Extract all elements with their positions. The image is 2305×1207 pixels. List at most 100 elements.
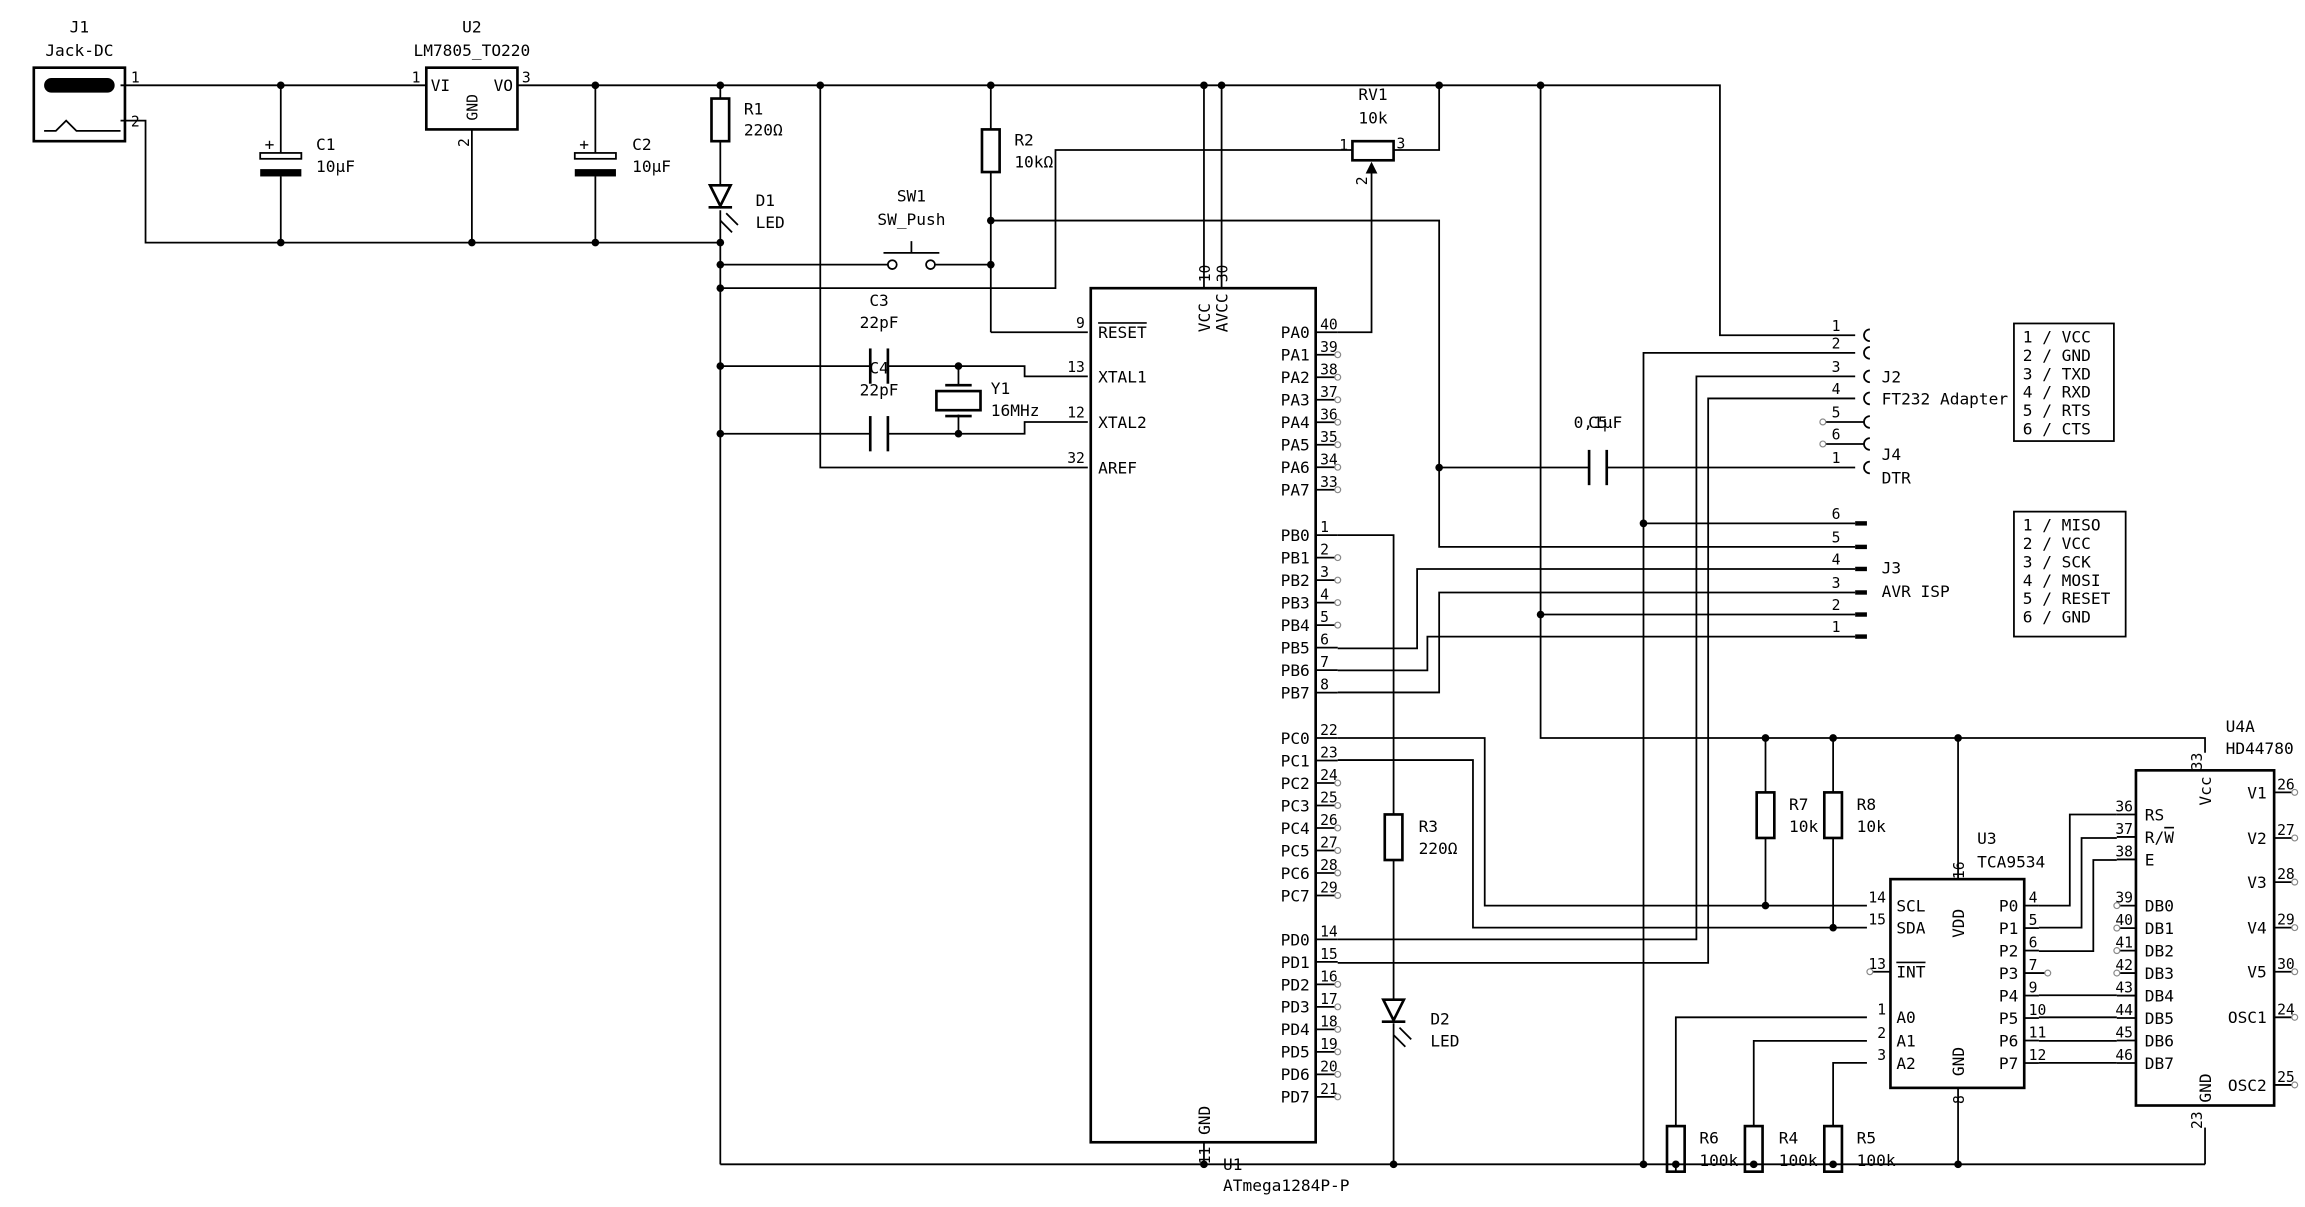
no-connect-marker <box>1866 968 1874 976</box>
resistor-r7[interactable]: R7 10k <box>1755 791 1819 840</box>
u1-pin-num: 34 <box>1320 451 1338 468</box>
junction-dot <box>1536 610 1545 619</box>
u1-pin-num: 22 <box>1320 722 1338 739</box>
no-connect-marker <box>1334 351 1342 359</box>
u3-vdd-name: VDD <box>1949 909 1968 938</box>
u4a-pin-name: OSC1 <box>2228 1008 2267 1027</box>
u1-pin-name: PA3 <box>1281 391 1310 410</box>
c2-ref: C2 <box>632 135 651 154</box>
resistor-r6[interactable]: R6 100k <box>1665 1124 1739 1173</box>
led-d1[interactable]: D1 LED <box>707 183 785 233</box>
j3-pin-num: 2 <box>1832 597 1841 614</box>
u4a-pin-name: DB6 <box>2145 1031 2174 1050</box>
r5-value: 100k <box>1857 1151 1896 1170</box>
u4a-pin-num: 29 <box>2277 912 2295 929</box>
u2-pin2: 2 <box>456 138 473 147</box>
junction-dot <box>716 260 725 269</box>
u1-pin-name: PB0 <box>1281 526 1310 545</box>
d1-value: LED <box>756 213 785 232</box>
u4a-gnd-name: GND <box>2196 1073 2215 1102</box>
junction-dot <box>954 429 963 438</box>
no-connect-marker <box>1334 824 1342 832</box>
note-line: 6 / GND <box>2023 608 2091 627</box>
u4a-pin-num: 44 <box>2115 1002 2133 1019</box>
no-connect-marker <box>1334 441 1342 449</box>
u1-pin-name: PA2 <box>1281 368 1310 387</box>
j3-pin-num: 3 <box>1832 575 1841 592</box>
led-d2[interactable]: D2 LED <box>1381 998 1460 1051</box>
u3-pin-name: P0 <box>1999 896 2018 915</box>
junction-dot <box>1672 1160 1680 1169</box>
no-connect-marker <box>2291 1013 2299 1021</box>
junction-dot <box>1954 1160 1962 1169</box>
j1-pin1: 1 <box>131 69 140 86</box>
junction-dot <box>1389 1160 1398 1169</box>
r8-ref: R8 <box>1857 795 1876 814</box>
resistor-r1[interactable]: R1 220Ω <box>710 97 783 143</box>
junction-dot <box>1761 734 1770 742</box>
no-connect-marker <box>2291 968 2299 976</box>
junction-dot <box>1200 1160 1208 1169</box>
resistor-r5[interactable]: R5 100k <box>1822 1124 1896 1173</box>
capacitor-c3[interactable]: C3 22pF <box>860 291 899 384</box>
j2-pin-num: 4 <box>1832 381 1841 398</box>
regulator-u2[interactable]: U2 LM7805_TO220 VI VO GND 1 3 2 <box>412 17 531 147</box>
u4a-pin-name: V5 <box>2247 963 2266 982</box>
header-pin <box>1855 612 1867 617</box>
no-connect-marker <box>1334 554 1342 562</box>
jack-dc-j1[interactable]: J1 Jack-DC 1 2 <box>32 17 140 143</box>
resistor-r3[interactable]: R3 220Ω <box>1383 813 1458 862</box>
crystal-y1[interactable]: Y1 16MHz <box>935 379 1039 420</box>
note-line: 5 / RTS <box>2023 401 2091 420</box>
u1-ref: U1 <box>1223 1155 1242 1174</box>
u1-pin-name: PA7 <box>1281 481 1310 500</box>
u4a-pin-num: 39 <box>2115 890 2133 907</box>
no-connect-marker <box>2291 878 2299 886</box>
j2-pin-num: 1 <box>1832 318 1841 335</box>
resistor-r8[interactable]: R8 10k <box>1822 791 1886 840</box>
u4a-pin-name: E <box>2145 850 2155 869</box>
junction-dot <box>954 362 963 370</box>
c3-value: 22pF <box>860 313 899 332</box>
d1-ref: D1 <box>756 191 775 210</box>
r2-ref: R2 <box>1014 131 1033 150</box>
u1-pin-num: 25 <box>1320 790 1338 807</box>
capacitor-c2[interactable]: + C2 10µF <box>573 135 671 177</box>
capacitor-c1[interactable]: + C1 10µF <box>259 135 355 177</box>
no-connect-marker <box>1334 621 1342 629</box>
c5-value: 0,1µF <box>1574 413 1623 432</box>
capacitor-c5[interactable]: C5 0,1µF <box>1574 413 1623 486</box>
c5-ref: C5 <box>1588 413 1607 432</box>
j2-pin-num: 2 <box>1832 335 1841 352</box>
u1-pin-num: 19 <box>1320 1036 1338 1053</box>
u1-pin-num: 37 <box>1320 384 1338 401</box>
u4a-pin-name: DB7 <box>2145 1054 2174 1073</box>
r3-value: 220Ω <box>1419 839 1458 858</box>
sw1-ref: SW1 <box>897 186 926 205</box>
j1-value: Jack-DC <box>45 41 113 60</box>
u3-pin-name: P2 <box>1999 941 2018 960</box>
u1-gnd-num: 11 <box>1197 1147 1214 1165</box>
u1-gnd-name: GND <box>1195 1106 1214 1135</box>
potentiometer-rv1[interactable]: RV1 10k 1 3 2 <box>1339 85 1405 185</box>
j4-pin-num: 1 <box>1832 450 1841 467</box>
no-connect-marker <box>1334 869 1342 877</box>
u4a-pin-name: DB2 <box>2145 941 2174 960</box>
u4a-pin-name: DB0 <box>2145 896 2174 915</box>
resistor-r4[interactable]: R4 100k <box>1743 1124 1818 1173</box>
note-line: 4 / RXD <box>2023 383 2091 402</box>
wires <box>120 84 2206 1172</box>
svg-text:+: + <box>265 135 275 154</box>
push-switch-sw1[interactable]: SW1 SW_Push <box>877 186 945 270</box>
junction-dot <box>716 284 725 293</box>
capacitor-c4[interactable]: C4 22pF <box>860 358 899 452</box>
u1-pin-name: PC7 <box>1281 886 1310 905</box>
resistor-r2[interactable]: R2 10kΩ <box>980 128 1054 174</box>
header-pin <box>1855 566 1867 572</box>
